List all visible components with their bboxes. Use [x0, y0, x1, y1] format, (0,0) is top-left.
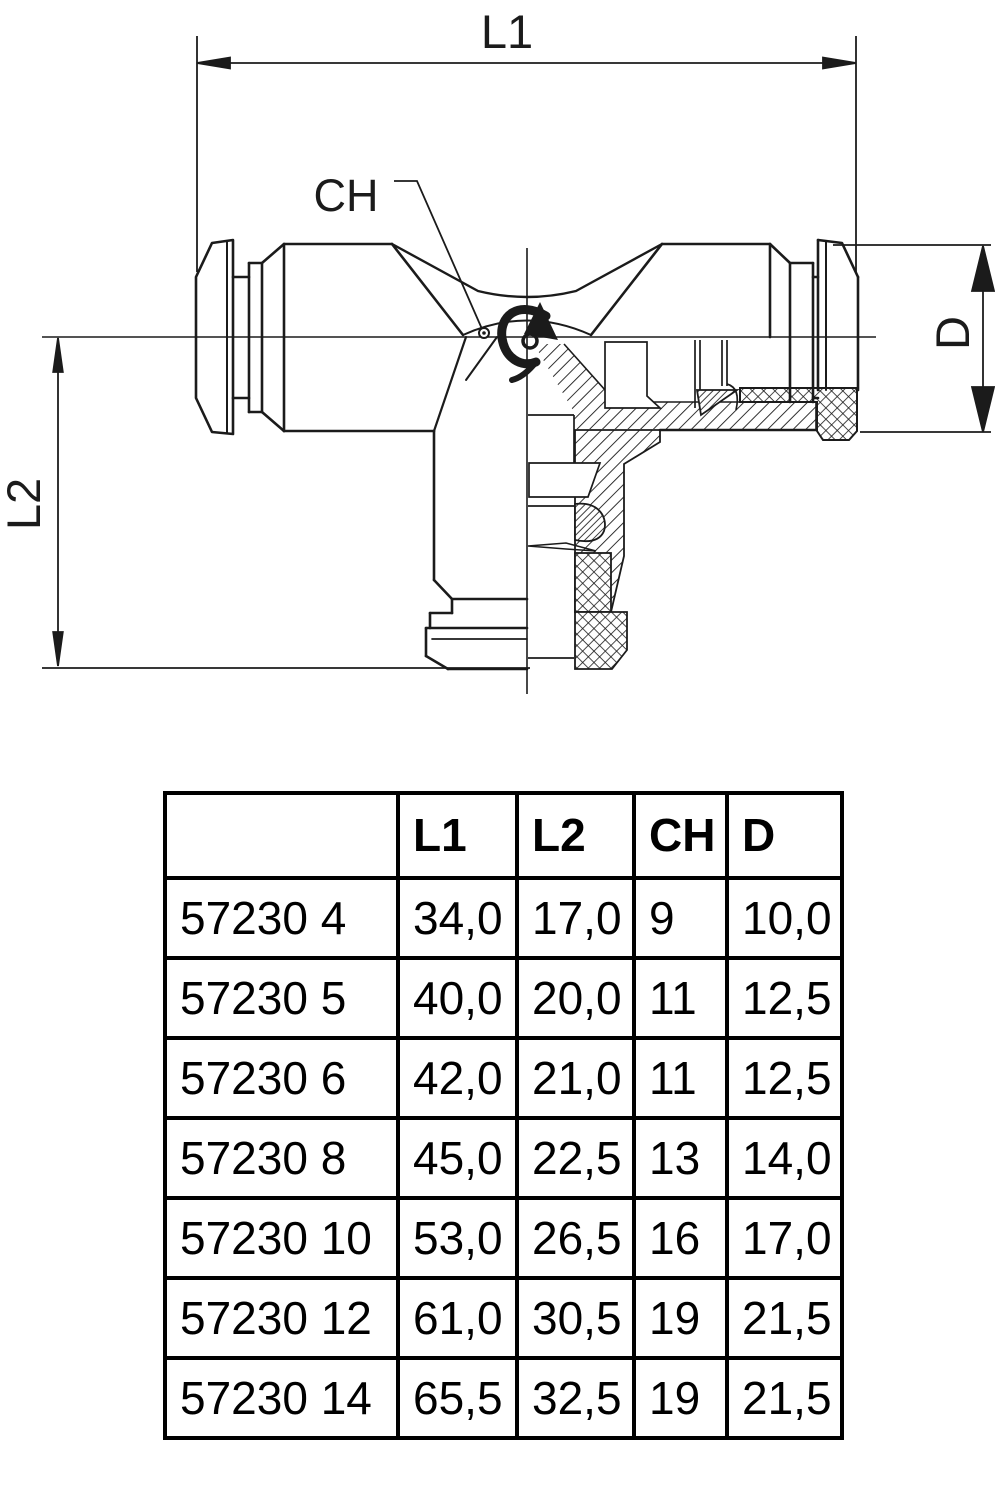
section-hatching — [527, 340, 858, 670]
cell-ch: 19 — [632, 1356, 729, 1440]
l1-arrow-left — [196, 56, 231, 70]
dim-label-l1: L1 — [481, 5, 533, 58]
branch-collet-fingers — [528, 462, 602, 498]
cell-article: 57230 6 — [163, 1036, 400, 1120]
fitting-outline — [194, 238, 860, 671]
hex-web-section — [534, 344, 614, 429]
cell-l2: 17,0 — [515, 876, 636, 960]
cell-ch: 9 — [632, 876, 729, 960]
header-cell-l1: L1 — [396, 791, 519, 880]
brand-logo-mark — [497, 302, 558, 383]
dim-label-l2: L2 — [0, 478, 50, 530]
table-row: 57230 6 42,0 21,0 11 12,5 — [163, 1036, 844, 1120]
table-header-row: L1 L2 CH D — [163, 791, 844, 880]
cell-article: 57230 10 — [163, 1196, 400, 1280]
centerlines — [42, 248, 876, 694]
header-cell-l2: L2 — [515, 791, 636, 880]
dim-label-ch: CH — [314, 170, 379, 221]
cell-d: 17,0 — [725, 1196, 844, 1280]
cell-l1: 65,5 — [396, 1356, 519, 1440]
cell-d: 21,5 — [725, 1356, 844, 1440]
ch-callout — [394, 180, 490, 339]
l2-arrow-top — [52, 337, 64, 373]
table-row: 57230 5 40,0 20,0 11 12,5 — [163, 956, 844, 1040]
collet-sleeve — [604, 341, 663, 409]
cell-l2: 22,5 — [515, 1116, 636, 1200]
table-row: 57230 12 61,0 30,5 19 21,5 — [163, 1276, 844, 1360]
table-body: 57230 4 34,0 17,0 9 10,0 57230 5 40,0 20… — [163, 876, 844, 1440]
cell-article: 57230 12 — [163, 1276, 400, 1360]
table-header: L1 L2 CH D — [163, 791, 844, 880]
table-row: 57230 10 53,0 26,5 16 17,0 — [163, 1196, 844, 1280]
cell-l1: 42,0 — [396, 1036, 519, 1120]
cell-ch: 11 — [632, 1036, 729, 1120]
cell-d: 14,0 — [725, 1116, 844, 1200]
cell-article: 57230 4 — [163, 876, 400, 960]
header-cell-d: D — [725, 791, 844, 880]
dim-label-d: D — [926, 316, 979, 350]
dimension-l2 — [42, 337, 530, 669]
cell-l2: 32,5 — [515, 1356, 636, 1440]
dimensions-table: L1 L2 CH D 57230 4 34,0 17,0 9 10,0 5723… — [163, 791, 844, 1440]
cell-l1: 53,0 — [396, 1196, 519, 1280]
cell-article: 57230 14 — [163, 1356, 400, 1440]
dimension-d — [833, 244, 995, 433]
cell-article: 57230 8 — [163, 1116, 400, 1200]
technical-drawing-area: L1 L2 D CH — [0, 5, 995, 694]
cell-d: 12,5 — [725, 956, 844, 1040]
cell-ch: 13 — [632, 1116, 729, 1200]
cell-d: 12,5 — [725, 1036, 844, 1120]
d-arrow-bottom — [970, 386, 995, 433]
header-cell-ch: CH — [632, 791, 729, 880]
cell-l1: 40,0 — [396, 956, 519, 1040]
ch-leader-line — [394, 180, 483, 330]
d-arrow-top — [970, 245, 995, 292]
header-cell-article — [163, 791, 400, 880]
cell-l1: 45,0 — [396, 1116, 519, 1200]
cell-ch: 16 — [632, 1196, 729, 1280]
table-row: 57230 14 65,5 32,5 19 21,5 — [163, 1356, 844, 1440]
cell-l1: 61,0 — [396, 1276, 519, 1360]
cell-l2: 20,0 — [515, 956, 636, 1040]
l1-arrow-right — [822, 56, 857, 70]
branch-seal-lip — [527, 542, 597, 552]
cell-l2: 30,5 — [515, 1276, 636, 1360]
cell-l2: 26,5 — [515, 1196, 636, 1280]
table-row: 57230 8 45,0 22,5 13 14,0 — [163, 1116, 844, 1200]
technical-drawing: L1 L2 D CH — [0, 5, 995, 694]
cell-l2: 21,0 — [515, 1036, 636, 1120]
cell-article: 57230 5 — [163, 956, 400, 1040]
cell-d: 21,5 — [725, 1276, 844, 1360]
cell-ch: 11 — [632, 956, 729, 1040]
cell-ch: 19 — [632, 1276, 729, 1360]
table-row: 57230 4 34,0 17,0 9 10,0 — [163, 876, 844, 960]
l2-arrow-bottom — [52, 631, 64, 667]
cell-d: 10,0 — [725, 876, 844, 960]
dimension-l1 — [196, 36, 857, 272]
left-release-ring — [194, 238, 235, 436]
cell-l1: 34,0 — [396, 876, 519, 960]
